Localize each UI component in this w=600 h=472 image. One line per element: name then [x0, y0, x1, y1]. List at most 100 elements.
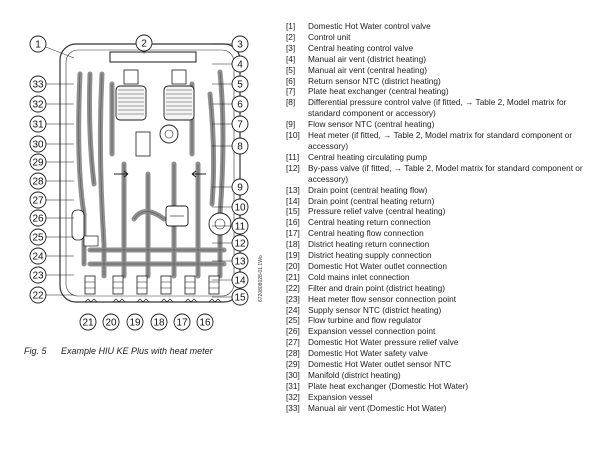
connection-symbol: [208, 298, 222, 303]
ch-heat-exchanger: [163, 85, 195, 121]
callout-circle: [29, 266, 47, 284]
pipe-edge: [78, 73, 85, 264]
legend-text: Differential pressure control valve (if …: [308, 97, 567, 119]
legend-item: [21]Cold mains inlet connection: [286, 272, 592, 283]
legend-item: [10] Heat meter (if fitted, → Table 2, Mo…: [286, 130, 592, 152]
callout-circle: [231, 115, 249, 133]
callout-circle: [231, 95, 249, 113]
legend-item: [12]By-pass valve (if fitted, → Table 2,…: [286, 163, 592, 185]
callout-number: 32: [32, 99, 44, 110]
legend-number: [10]: [286, 130, 300, 141]
legend-item: [18]District heating return connection: [286, 239, 592, 250]
callout-circle: [79, 313, 97, 331]
callout-circle: [29, 209, 47, 227]
legend-number: [25]: [286, 315, 300, 326]
callout-number: 25: [32, 232, 44, 243]
legend-number: [20]: [286, 260, 300, 271]
callout-circle: [29, 75, 47, 93]
callout-circle: [231, 198, 249, 216]
component-legend: [1]Domestic Hot Water control valve[2]Co…: [286, 21, 592, 414]
pipe-edge: [89, 73, 95, 185]
legend-item: [3]Central heating control valve: [286, 43, 592, 54]
legend-item: [31]Plate heat exchanger (Domestic Hot W…: [286, 381, 592, 392]
connection-symbol: [160, 298, 174, 303]
legend-number: [18]: [286, 239, 300, 250]
pipe-edge: [133, 211, 165, 220]
callout-circle: [135, 34, 153, 52]
legend-text: Domestic Hot Water pressure relief valve: [308, 337, 459, 348]
figure-title: Example HIU KE Plus with heat meter: [61, 346, 213, 356]
callout-circle: [231, 55, 249, 73]
legend-number: [9]: [286, 119, 296, 130]
callout-number: 4: [237, 59, 243, 70]
legend-text: Manual air vent (central heating): [308, 64, 427, 75]
legend-number: [24]: [286, 304, 300, 315]
dhw-heat-exchanger: [115, 85, 147, 121]
callout-circle: [29, 115, 47, 133]
connection-fitting: [112, 275, 124, 295]
flow-turbine: [83, 235, 99, 247]
callout-circle: [231, 217, 249, 235]
legend-text: Manual air vent (Domestic Hot Water): [308, 402, 447, 413]
legend-item: [17]Central heating flow connection: [286, 228, 592, 239]
ch-control-valve: [171, 69, 187, 85]
callout-circle: [231, 234, 249, 252]
casing-inner-outline: [65, 49, 235, 297]
legend-item: [5] Manual air vent (central heating): [286, 65, 592, 76]
callout-circle: [29, 95, 47, 113]
legend-number: [7]: [286, 86, 296, 97]
callout-number: 33: [32, 79, 44, 90]
callout-number: 9: [237, 182, 243, 193]
callout-number: 13: [234, 256, 246, 267]
legend-number: [31]: [286, 380, 300, 391]
callout-number: 27: [32, 195, 44, 206]
callout-circle: [173, 313, 191, 331]
flow-arrow: [191, 170, 206, 178]
callout-number: 2: [141, 38, 147, 49]
legend-text: Domestic Hot Water safety valve: [308, 348, 429, 359]
pipe: [217, 69, 226, 279]
legend-text: Return sensor NTC (district heating): [308, 75, 441, 86]
legend-text: Drain point (central heating return): [308, 195, 435, 206]
legend-number: [4]: [286, 53, 296, 64]
callout-number: 11: [235, 221, 246, 232]
legend-text: Expansion vessel connection point: [308, 326, 436, 337]
callout-circle: [231, 35, 249, 53]
legend-text: Central heating circulating pump: [308, 151, 427, 162]
legend-number: [22]: [286, 282, 300, 293]
callout-number: 18: [153, 317, 165, 328]
connection-fitting: [160, 275, 172, 295]
legend-number: [32]: [286, 391, 300, 402]
legend-item: [1]Domestic Hot Water control valve: [286, 21, 592, 32]
legend-item: [32]Expansion vessel: [286, 392, 592, 403]
legend-text: Flow turbine and flow regulator: [308, 315, 422, 326]
connection-symbol: [84, 298, 98, 303]
legend-text: Central heating return connection: [308, 217, 431, 228]
legend-text: Flow sensor NTC (central heating): [308, 119, 435, 130]
legend-number: [12]: [286, 162, 300, 173]
legend-number: [21]: [286, 271, 300, 282]
callout-number: 7: [237, 119, 243, 130]
legend-text: Domestic Hot Water outlet connection: [308, 260, 447, 271]
callout-circle: [231, 137, 249, 155]
legend-item: [16]Central heating return connection: [286, 217, 592, 228]
legend-item: [19]District heating supply connection: [286, 250, 592, 261]
callout-circle: [29, 172, 47, 190]
legend-text: Domestic Hot Water control valve: [308, 21, 431, 31]
legend-text: Domestic Hot Water outlet sensor NTC: [308, 359, 452, 370]
legend-item: [8]Differential pressure control valve (…: [286, 97, 592, 119]
legend-item: [20] Domestic Hot Water outlet connection: [286, 261, 592, 272]
legend-item: [6] Return sensor NTC (district heating): [286, 76, 592, 87]
callout-number: 28: [32, 176, 44, 187]
legend-text: Heat meter (if fitted, → Table 2, Model …: [308, 130, 573, 151]
legend-number: [5]: [286, 64, 296, 75]
legend-item: [24]Supply sensor NTC (district heating): [286, 305, 592, 316]
legend-number: [6]: [286, 75, 296, 86]
pipe: [87, 71, 97, 187]
legend-item: [23]Heat meter flow sensor connection po…: [286, 294, 592, 305]
legend-number: [3]: [286, 42, 296, 53]
flow-arrow: [114, 170, 129, 178]
callout-circle: [126, 313, 144, 331]
